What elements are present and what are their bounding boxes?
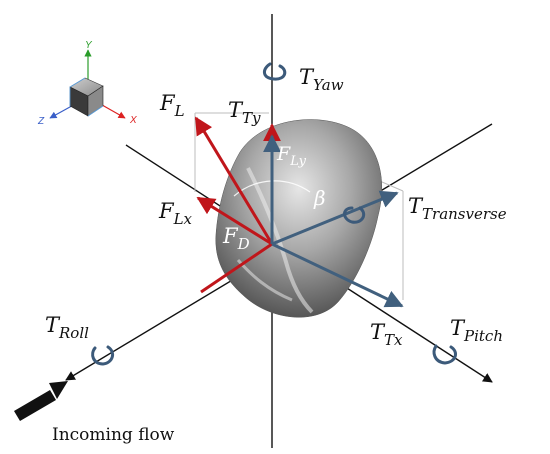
pitch-rotation-icon <box>432 344 457 365</box>
yaw-rotation-icon <box>263 62 287 81</box>
body-highlight <box>246 167 314 314</box>
lift-x-force-arrow <box>196 196 273 246</box>
t-tx-label: TTx <box>370 320 403 349</box>
f-ly-label: FLy <box>276 143 307 169</box>
beta-label: β <box>313 186 326 210</box>
torque-tx-arrow <box>271 242 404 308</box>
torque-transverse-arrow <box>271 190 399 246</box>
torque-vectors <box>263 134 404 308</box>
widget-y-label: Y <box>85 40 93 51</box>
transverse-rotation-icon <box>343 206 366 224</box>
widget-x-label: X <box>129 115 137 126</box>
f-l-label: FL <box>159 91 185 120</box>
f-d-label: FD <box>222 224 250 253</box>
roll-rotation-icon <box>91 345 115 366</box>
lift-force-arrow <box>194 116 274 245</box>
t-transverse-label: TTransverse <box>408 194 507 223</box>
rotation-icons <box>91 62 457 366</box>
incoming-flow-arrow <box>14 381 68 421</box>
drag-force-line <box>200 242 273 294</box>
t-roll-label: TRoll <box>45 313 89 342</box>
bluff-body-shape <box>215 119 383 318</box>
t-ty-label: TTy <box>228 98 261 127</box>
f-lx-label: FLx <box>158 199 193 228</box>
t-yaw-label: TYaw <box>299 65 344 94</box>
t-pitch-label: TPitch <box>450 316 503 345</box>
incoming-flow-caption: Incoming flow <box>52 425 175 445</box>
widget-z-label: Z <box>37 116 45 127</box>
cube-icon <box>69 77 104 117</box>
orientation-widget: Y X Z <box>37 40 137 127</box>
